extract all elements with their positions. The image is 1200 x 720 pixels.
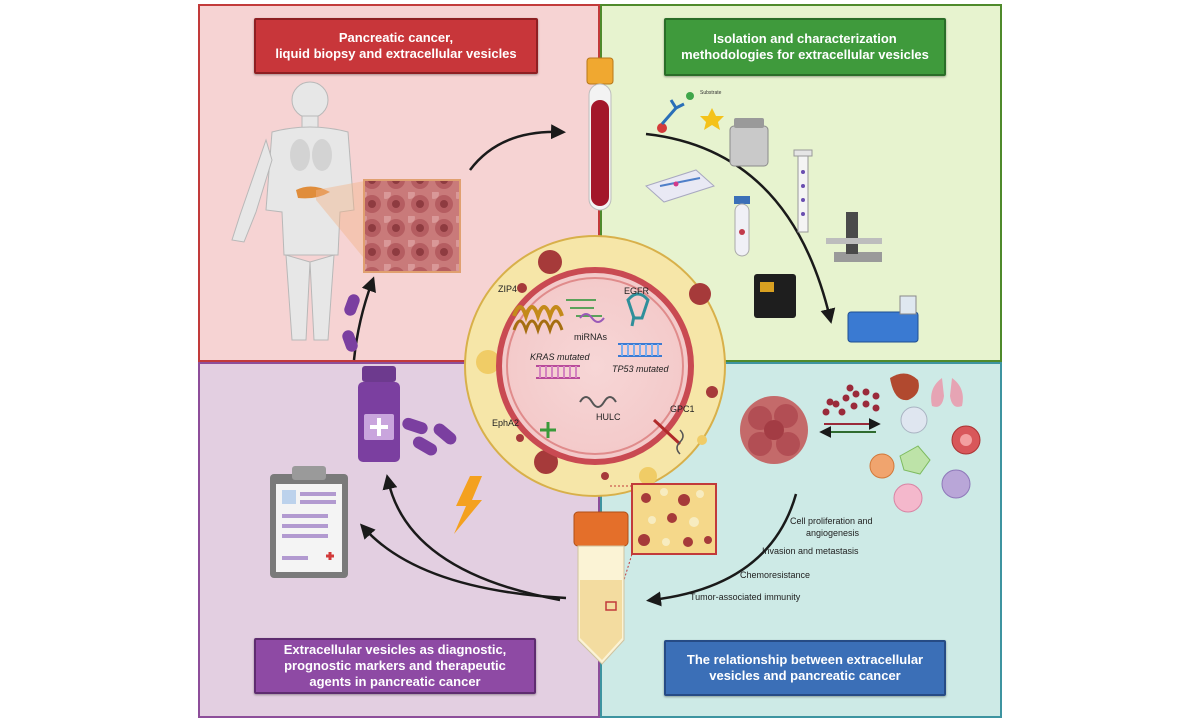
size-exclusion-column-icon bbox=[793, 149, 813, 233]
hulc-label: HULC bbox=[596, 412, 621, 422]
arrow-isolation-flow bbox=[645, 132, 836, 324]
falcon-tube-icon bbox=[573, 511, 629, 665]
arrow-to-blood-tube bbox=[469, 124, 566, 171]
immunoassay-icon: Substrate bbox=[657, 90, 724, 133]
title-diagnostic-therapeutic: Extracellular vesicles as diagnostic, pr… bbox=[254, 638, 536, 694]
zip4-label: ZIP4 bbox=[498, 284, 517, 294]
pills-icon bbox=[342, 294, 457, 456]
nanoparticle-tracking-icon bbox=[847, 295, 919, 343]
arrow-to-clipboard bbox=[359, 523, 567, 600]
pancreas-icon bbox=[296, 186, 330, 199]
arrow-to-medicine bbox=[382, 474, 561, 602]
gradient-tube-icon bbox=[734, 196, 750, 257]
dendritic-cell-icon bbox=[941, 469, 971, 499]
title-pancreatic-cancer: Pancreatic cancer, liquid biopsy and ext… bbox=[254, 18, 538, 74]
flow-cytometer-icon bbox=[754, 274, 796, 318]
effect-immunity: Tumor-associated immunity bbox=[690, 592, 801, 602]
extracellular-vesicle: ZIP4 EGFR miRNAs KRAS mutated TP53 mutat… bbox=[464, 235, 726, 497]
immune-cell-icon bbox=[900, 406, 928, 434]
microscope-icon bbox=[826, 212, 882, 262]
clipboard-icon bbox=[270, 466, 348, 578]
effect-invasion: Invasion and metastasis bbox=[762, 546, 859, 556]
zoom-wedge bbox=[316, 180, 372, 268]
macrophage-icon bbox=[869, 453, 895, 479]
blood-tube-icon bbox=[586, 57, 614, 211]
arrow-to-pills bbox=[352, 276, 376, 361]
epha2-label: EphA2 bbox=[492, 418, 519, 428]
target-cells-icons bbox=[869, 373, 981, 513]
substrate-label: Substrate bbox=[700, 90, 722, 96]
vesicle-dots-icon bbox=[822, 384, 880, 416]
medicine-bottle-icon bbox=[358, 366, 400, 462]
egfr-label: EGFR bbox=[624, 286, 650, 296]
centrifuge-icon bbox=[729, 118, 769, 167]
arrow-effects-to-tube bbox=[646, 493, 798, 607]
nk-cell-icon bbox=[893, 483, 923, 513]
lungs-icon bbox=[931, 378, 963, 407]
tumor-spheroid-icon bbox=[740, 396, 808, 464]
title-ev-cancer-relationship: The relationship between extracellular v… bbox=[664, 640, 946, 696]
title-isolation-methods: Isolation and characterization methodolo… bbox=[664, 18, 946, 76]
effect-chemoresistance: Chemoresistance bbox=[740, 570, 810, 580]
lightning-icon bbox=[454, 476, 482, 534]
effect-proliferation: Cell proliferation and bbox=[790, 516, 873, 526]
effect-angiogenesis: angiogenesis bbox=[806, 528, 860, 538]
mirnas-label: miRNAs bbox=[574, 332, 607, 342]
kras-label: KRAS mutated bbox=[530, 352, 591, 362]
gpc1-label: GPC1 bbox=[670, 404, 695, 414]
tp53-label: TP53 mutated bbox=[612, 364, 670, 374]
human-figure bbox=[231, 81, 355, 341]
tumor-tissue-image bbox=[363, 179, 461, 273]
microfluidic-chip-icon bbox=[645, 169, 715, 203]
fibroblast-icon bbox=[899, 445, 931, 475]
liver-icon bbox=[890, 373, 919, 401]
